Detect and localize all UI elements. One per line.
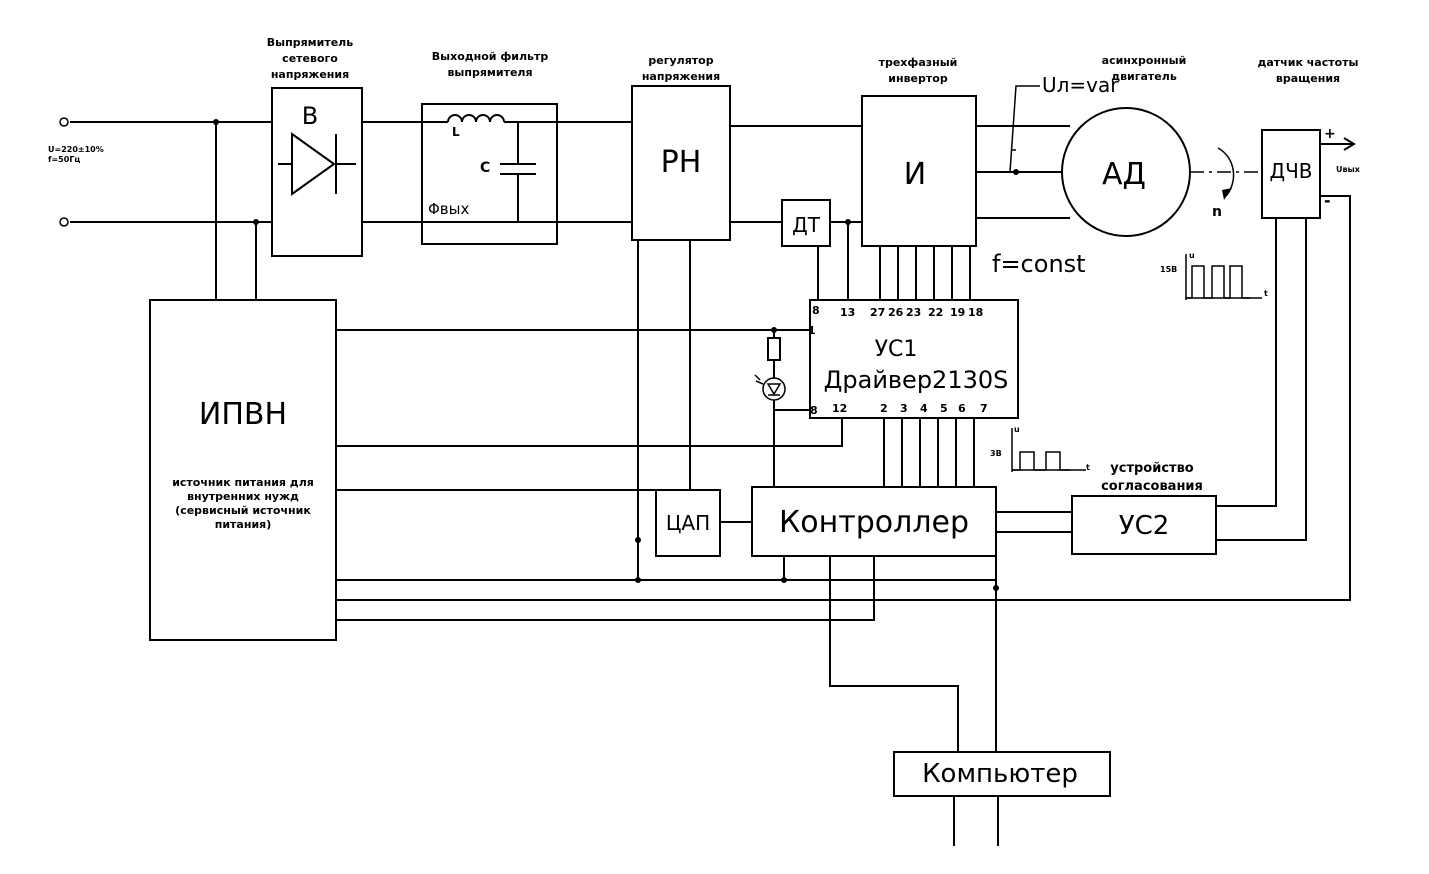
interface-caption-2: согласования xyxy=(1101,479,1203,494)
current-sensor-block: ДТ xyxy=(781,199,831,247)
driver-bottom-pin-8: 8 xyxy=(810,404,818,417)
inductor-icon xyxy=(447,114,505,123)
ipvn-description-1: источник питания для xyxy=(172,476,314,489)
ipvn-description-3: (сервисный источник xyxy=(175,504,311,517)
input-frequency-label: f=50Гц xyxy=(48,155,80,164)
rectifier-block: Выпрямитель сетевого напряжения В xyxy=(267,36,363,257)
control-pulse-level: 3В xyxy=(990,449,1002,458)
controller-block: Контроллер xyxy=(751,486,997,557)
rectifier-label: В xyxy=(302,102,318,130)
rectifier-caption-2: сетевого xyxy=(282,52,338,65)
ipvn-description-2: внутренних нужд xyxy=(187,490,299,503)
inverter-label: И xyxy=(904,157,926,192)
driver-bottom-pin-12: 12 xyxy=(832,402,847,415)
rectifier-caption-1: Выпрямитель xyxy=(267,36,353,49)
driver-top-pin-19: 19 xyxy=(950,306,965,319)
filter-block: Выходной фильтр выпрямителя L C Φвых xyxy=(421,50,558,245)
driver-top-pin-8: 8 xyxy=(812,304,820,317)
dac-block: ЦАП xyxy=(655,489,721,557)
dac-label: ЦАП xyxy=(666,511,710,535)
led-icon xyxy=(754,374,786,401)
speed-pulse-y-axis: u xyxy=(1189,251,1195,260)
controller-label: Контроллер xyxy=(779,505,969,540)
speed-pulse-level: 15В xyxy=(1160,265,1177,274)
driver-left-pin-1: 1 xyxy=(808,324,816,337)
motor-circle xyxy=(1061,107,1191,237)
driver-bottom-pin-5: 5 xyxy=(940,402,948,415)
computer-label: Компьютер xyxy=(922,759,1078,789)
speed-sensor-plus: + xyxy=(1324,126,1336,142)
rotation-arrow-icon xyxy=(1217,147,1235,200)
driver-top-pin-18: 18 xyxy=(968,306,983,319)
interface-caption-1: устройство xyxy=(1110,461,1194,476)
driver-top-pin-13: 13 xyxy=(840,306,855,319)
driver-bottom-pin-2: 2 xyxy=(880,402,888,415)
filter-caption-2: выпрямителя xyxy=(447,66,532,79)
driver-top-pin-23: 23 xyxy=(906,306,921,319)
control-pulse-y-axis: u xyxy=(1014,425,1020,434)
control-pulse-graph: 3В u t xyxy=(990,425,1090,472)
speed-sensor-caption-2: вращения xyxy=(1276,72,1340,85)
driver-block: 8 13 27 26 23 22 19 18 1 УС1 Драйвер2130… xyxy=(808,299,1019,419)
interface-block: устройство согласования УС2 xyxy=(1071,461,1217,555)
driver-title: Драйвер2130S xyxy=(824,366,1009,394)
motor-label: АД xyxy=(1102,157,1146,192)
speed-sensor-label: ДЧВ xyxy=(1269,159,1312,183)
rectifier-caption-3: напряжения xyxy=(271,68,349,81)
regulator-label: РН xyxy=(661,145,702,180)
speed-sensor-block: датчик частоты вращения ДЧВ + - Uвых 15В… xyxy=(1160,56,1361,300)
speed-sensor-output-label: Uвых xyxy=(1336,165,1361,174)
current-sensor-label: ДТ xyxy=(792,213,821,237)
ipvn-label: ИПВН xyxy=(199,397,287,432)
ipvn-block: ИПВН источник питания для внутренних нуж… xyxy=(149,299,337,641)
regulator-caption-1: регулятор xyxy=(648,54,713,67)
diode-icon xyxy=(278,132,356,196)
driver-top-pin-22: 22 xyxy=(928,306,943,319)
regulator-caption-2: напряжения xyxy=(642,70,720,83)
speed-sensor-minus: - xyxy=(1324,191,1331,210)
capacitor-label: C xyxy=(480,160,490,176)
speed-pulse-graph: 15В u t xyxy=(1160,251,1268,300)
inverter-frequency-note: f=const xyxy=(992,250,1086,278)
driver-name: УС1 xyxy=(875,337,918,362)
driver-bottom-pin-3: 3 xyxy=(900,402,908,415)
inductor-label: L xyxy=(452,125,460,139)
speed-pulse-t-axis: t xyxy=(1264,289,1268,298)
motor-block: асинхронный двигатель АД n xyxy=(1061,54,1235,237)
input-voltage-label: U=220±10% xyxy=(48,145,104,154)
inverter-block: трехфазный инвертор И Uл=var f=const xyxy=(861,56,1119,278)
motor-speed-label: n xyxy=(1212,204,1222,220)
motor-caption-2: двигатель xyxy=(1111,70,1177,83)
motor-caption-1: асинхронный xyxy=(1102,54,1187,67)
inverter-caption-1: трехфазный xyxy=(879,56,958,69)
filter-caption-1: Выходной фильтр xyxy=(432,50,549,63)
driver-top-pin-26: 26 xyxy=(888,306,904,319)
filter-output-label: Φвых xyxy=(428,200,469,218)
driver-bottom-pin-6: 6 xyxy=(958,402,966,415)
driver-bottom-pin-4: 4 xyxy=(920,402,928,415)
regulator-block: регулятор напряжения РН xyxy=(631,54,731,241)
inverter-caption-2: инвертор xyxy=(888,72,948,85)
computer-block: Компьютер xyxy=(893,751,1111,797)
driver-top-pin-27: 27 xyxy=(870,306,885,319)
speed-sensor-caption-1: датчик частоты xyxy=(1258,56,1359,69)
capacitor-icon xyxy=(500,122,536,222)
ipvn-description-4: питания) xyxy=(215,518,272,531)
control-pulse-t-axis: t xyxy=(1086,463,1090,472)
resistor-icon xyxy=(767,337,781,361)
mains-input: U=220±10% f=50Гц xyxy=(48,117,104,227)
interface-label: УС2 xyxy=(1119,511,1170,541)
inverter-voltage-note: Uл=var xyxy=(1042,73,1119,97)
driver-bottom-pin-7: 7 xyxy=(980,402,988,415)
